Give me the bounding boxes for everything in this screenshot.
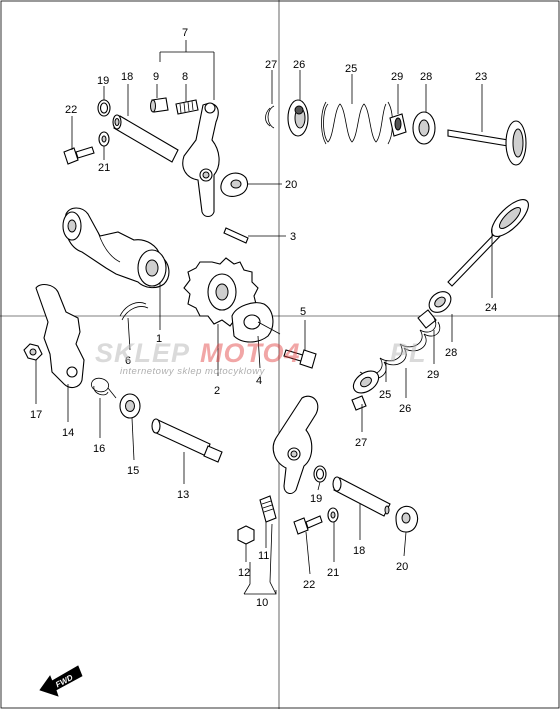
part-adjusting-screw-lower [259, 495, 277, 523]
fwd-arrow: FWD [39, 665, 83, 697]
part-stopper-lower [395, 505, 419, 533]
watermark-brand-c: PL [390, 338, 427, 368]
part-washer-lower [327, 507, 339, 523]
callout-25-upper: 25 [345, 63, 357, 75]
callout-6: 6 [125, 355, 131, 367]
callout-3: 3 [290, 231, 296, 243]
part-bolt-upper [63, 146, 95, 165]
watermark: SKLEP MOTO4 PL internetowy sklep motocyk… [95, 338, 427, 377]
part-seat-upper [412, 111, 436, 145]
callout-11: 11 [258, 550, 269, 562]
callout-25-lower: 25 [379, 389, 391, 401]
part-o-ring-lower [313, 465, 327, 483]
part-seal-upper [389, 113, 407, 137]
part-nut-lower [237, 525, 255, 545]
callout-4: 4 [256, 375, 262, 387]
part-rocker-arm-upper [182, 102, 220, 218]
part-bushing [119, 393, 141, 419]
callout-23: 23 [475, 71, 487, 83]
callout-5: 5 [300, 306, 306, 318]
leader-lines [35, 40, 493, 595]
callout-19-upper: 19 [97, 75, 109, 87]
part-retainer-lower [352, 370, 380, 394]
part-stopper-upper [220, 172, 249, 197]
part-retainer-upper [287, 99, 309, 137]
part-rocker-shaft-lower [332, 476, 391, 517]
callout-10: 10 [256, 597, 268, 609]
part-bolt-cam [283, 349, 317, 369]
callout-16: 16 [93, 443, 105, 455]
part-seat-lower [428, 291, 452, 313]
part-pin [223, 227, 249, 244]
watermark-brand-b: MOTO4 [200, 338, 301, 368]
part-spring-lower [359, 317, 441, 380]
callout-18-lower: 18 [353, 545, 365, 557]
callout-8: 8 [182, 71, 188, 83]
callout-22-lower: 22 [303, 579, 315, 591]
part-decompression-lever [35, 283, 85, 389]
callout-12: 12 [238, 567, 250, 579]
part-adjusting-screw [175, 99, 199, 115]
callout-26-lower: 26 [399, 403, 411, 415]
callout-29-upper: 29 [391, 71, 403, 83]
part-bolt-lower [293, 515, 323, 535]
part-o-ring-upper [97, 99, 111, 117]
part-seal-lower [417, 309, 437, 329]
part-valve-upper [447, 120, 527, 166]
callout-13: 13 [177, 489, 189, 501]
callout-28-lower: 28 [445, 347, 457, 359]
callout-7: 7 [182, 27, 188, 39]
part-rocker-arm-lower [272, 395, 319, 495]
callout-27-upper: 27 [265, 59, 277, 71]
callout-14: 14 [62, 427, 74, 439]
callout-2: 2 [214, 385, 220, 397]
callout-17: 17 [30, 409, 42, 421]
part-camshaft [62, 207, 170, 289]
part-nut-left [23, 343, 43, 361]
callout-27-lower: 27 [355, 437, 367, 449]
callout-19-lower: 19 [310, 493, 322, 505]
watermark-brand-a: SKLEP [95, 338, 190, 368]
part-cotter-upper [265, 105, 275, 129]
part-rocker-shaft-upper [112, 114, 179, 163]
part-decompression-shaft [151, 418, 223, 463]
callout-1: 1 [156, 333, 162, 345]
part-spring-upper [321, 101, 393, 145]
callout-24: 24 [485, 302, 497, 314]
part-cam-plate [231, 302, 281, 343]
callout-labels: 7 9 8 18 19 22 21 20 3 27 26 25 29 28 23… [30, 27, 497, 609]
part-cotter-lower [351, 395, 367, 411]
callout-26-upper: 26 [293, 59, 305, 71]
callout-9: 9 [153, 71, 159, 83]
part-clip [119, 302, 149, 321]
callout-28-upper: 28 [420, 71, 432, 83]
callout-15: 15 [127, 465, 139, 477]
callout-29-lower: 29 [427, 369, 439, 381]
callout-20-upper: 20 [285, 179, 297, 191]
callout-22-upper: 22 [65, 104, 77, 116]
part-washer-upper [98, 131, 110, 147]
part-adjuster-cap [150, 97, 169, 113]
part-torsion-spring [90, 377, 117, 399]
part-valve-lower [447, 199, 529, 287]
watermark-tagline: internetowy sklep motocyklowy [120, 366, 266, 377]
callout-21-lower: 21 [327, 567, 339, 579]
callout-18-upper: 18 [121, 71, 133, 83]
callout-21-upper: 21 [98, 162, 110, 174]
callout-20-lower: 20 [396, 561, 408, 573]
